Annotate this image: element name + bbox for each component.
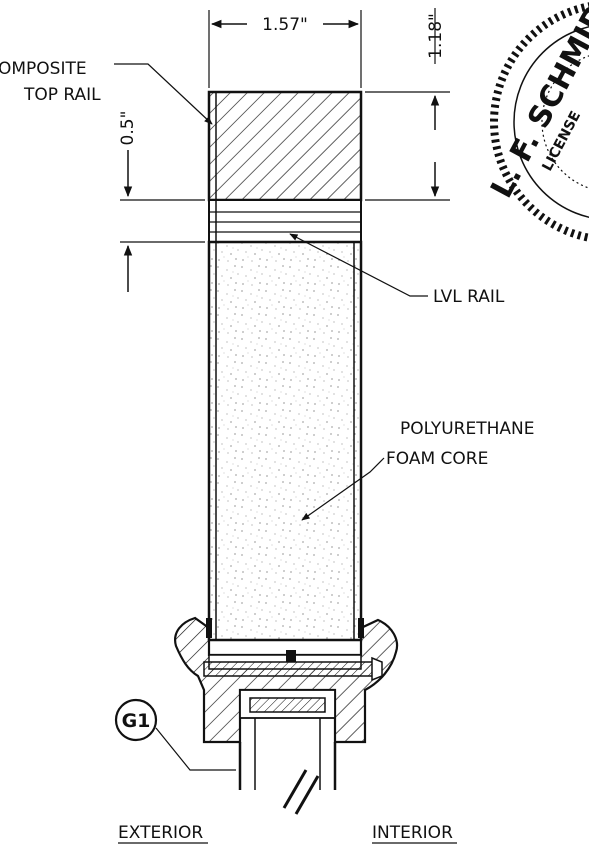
rail-dimension-label: 0.5" [118, 111, 138, 146]
composite-top-rail [207, 90, 363, 202]
g1-callout-label: G1 [122, 710, 151, 732]
height-dimension-label: 1.18" [426, 13, 446, 59]
interior-label: INTERIOR [372, 823, 453, 843]
seal-name: L. F. SCHMIDT [484, 0, 589, 204]
bottom-bead-assembly [174, 616, 399, 744]
glass-panel [238, 718, 337, 790]
screw [203, 650, 383, 682]
lvl-rail [208, 199, 362, 243]
exterior-label: EXTERIOR [118, 823, 203, 843]
foam-core [207, 240, 363, 642]
foam-label-line2: FOAM CORE [386, 449, 488, 469]
composite-leader [114, 63, 213, 125]
composite-label-line1: OMPOSITE [0, 59, 87, 79]
break-symbol [282, 769, 320, 815]
height-dimension [365, 8, 450, 201]
composite-label-line2: TOP RAIL [23, 85, 101, 105]
foam-leader [301, 457, 385, 521]
rail-dimension [120, 150, 205, 292]
foam-label-line1: POLYURETHANE [400, 419, 534, 439]
g1-callout [114, 698, 236, 771]
width-dimension-label: 1.57" [262, 15, 308, 35]
lvl-label: LVL RAIL [433, 287, 505, 307]
lvl-leader [289, 233, 428, 297]
engineer-seal: L. F. SCHMIDT LICENSE [484, 0, 589, 242]
width-dimension [208, 10, 362, 88]
